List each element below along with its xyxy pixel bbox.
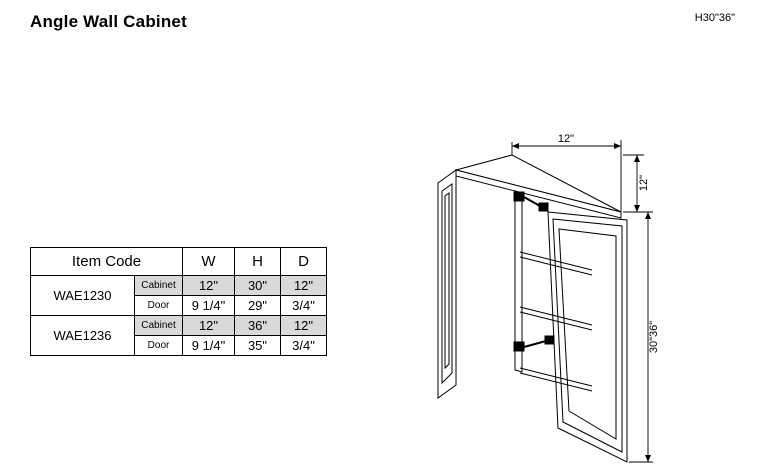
- width-cell: 12": [182, 315, 235, 336]
- table-row-wae1230-cabinet: WAE1230 Cabinet 12" 30" 12": [30, 275, 327, 316]
- depth-cell: 12": [280, 275, 327, 296]
- dim-top-width: [511, 140, 622, 212]
- width-cell: 9 1/4": [182, 335, 235, 356]
- column-header-h: H: [234, 247, 281, 276]
- depth-cell: 12": [280, 315, 327, 336]
- shelf: [519, 256, 593, 276]
- open-door: [547, 211, 628, 463]
- height-cell: 36": [234, 315, 281, 336]
- page-title: Angle Wall Cabinet: [30, 12, 187, 31]
- table-row-wae1236-cabinet: WAE1236 Cabinet 12" 36" 12": [30, 315, 327, 356]
- shelf: [519, 311, 593, 331]
- hinge-top: [513, 191, 549, 212]
- shelf: [519, 306, 593, 326]
- table-header-row: Item Code W H D: [30, 247, 327, 276]
- row-type-cell: Cabinet: [134, 275, 183, 296]
- height-cell: 35": [234, 335, 281, 356]
- column-header-item-code: Item Code: [30, 247, 183, 276]
- column-header-d: D: [280, 247, 327, 276]
- row-type-cell: Door: [134, 335, 183, 356]
- dim-height-label: 30"36": [648, 321, 660, 353]
- depth-cell: 3/4": [280, 335, 327, 356]
- item-code-cell: WAE1236: [30, 315, 135, 356]
- row-type-cell: Cabinet: [134, 315, 183, 336]
- left-side-panel: [437, 169, 457, 399]
- table-row-wae1236-door: Door 9 1/4" 35" 3/4": [31, 335, 327, 356]
- height-options-label: H30"36": [694, 12, 735, 24]
- cabinet-diagram: 12" 12" 30"36": [420, 52, 755, 474]
- width-cell: 9 1/4": [182, 295, 235, 316]
- row-type-cell: Door: [134, 295, 183, 316]
- shelf: [519, 251, 593, 271]
- spec-table: Item Code W H D WAE1230 Cabinet 12" 30" …: [30, 247, 327, 356]
- height-cell: 29": [234, 295, 281, 316]
- width-cell: 12": [182, 275, 235, 296]
- item-code-cell: WAE1230: [30, 275, 135, 316]
- dim-height: [629, 212, 653, 463]
- dim-top-width-label: 12": [558, 133, 574, 145]
- depth-cell: 3/4": [280, 295, 327, 316]
- hinge-bottom: [513, 335, 555, 352]
- column-header-w: W: [182, 247, 235, 276]
- dim-side-depth-label: 12": [638, 175, 650, 191]
- height-cell: 30": [234, 275, 281, 296]
